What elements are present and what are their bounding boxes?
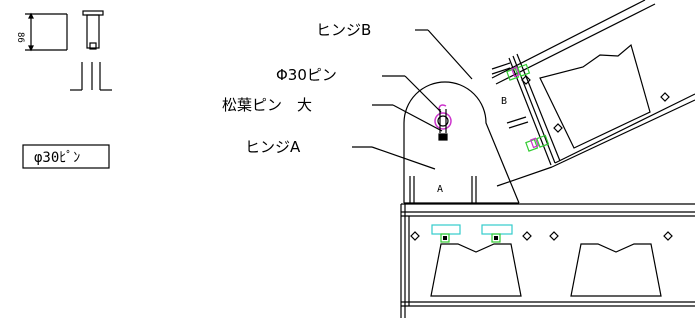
hinge-a-marker: A — [437, 184, 443, 195]
pin-callout-box — [22, 144, 110, 169]
dimension-86-label: 86 — [15, 32, 25, 43]
lower-beam-bolts — [440, 233, 501, 243]
pine-pin-clip — [437, 109, 449, 141]
lower-beam — [400, 203, 695, 318]
hinge-b-label: ヒンジB — [316, 21, 371, 39]
hinge-a-bracket — [403, 81, 520, 204]
upper-beam-bolts — [506, 63, 550, 152]
pin-30-label: Φ30ピン — [276, 66, 337, 84]
hinge-b-marker: B — [501, 96, 507, 107]
lower-beam-plates — [431, 224, 513, 235]
upper-beam — [491, 0, 695, 187]
hinge-a-label: ヒンジA — [245, 138, 301, 156]
upper-beam-bolt-pins — [510, 66, 539, 149]
lower-beam-bolt-heads — [443, 236, 498, 240]
pine-pin-label: 松葉ピン 大 — [222, 96, 312, 114]
pin-detail-view — [25, 10, 112, 91]
pin-callout-text: φ30ﾋﾟﾝ — [34, 150, 80, 166]
leader-lines — [352, 29, 473, 170]
